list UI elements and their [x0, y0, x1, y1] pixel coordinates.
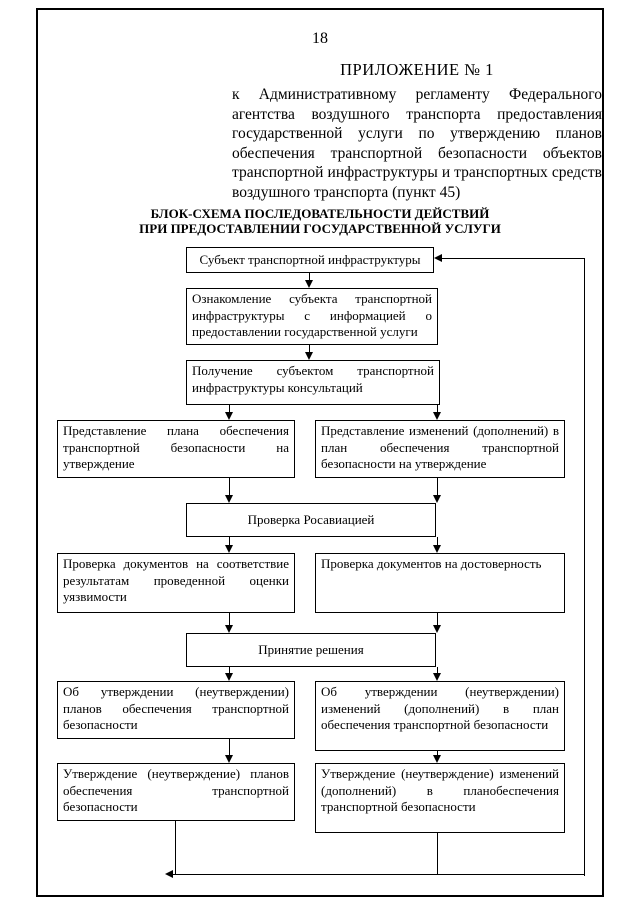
arrow-down-icon	[225, 545, 233, 553]
arrow-down-icon	[433, 545, 441, 553]
connector-line	[437, 751, 438, 756]
flow-box-decision: Принятие решения	[186, 633, 436, 667]
connector-line	[309, 273, 310, 282]
connector-line	[229, 478, 230, 496]
flow-box-familiarization: Ознакомление субъекта транспортной инфра…	[186, 288, 438, 345]
connector-line	[437, 537, 438, 546]
arrow-down-icon	[225, 412, 233, 420]
flow-box-reliability-check: Проверка документов на достоверность	[315, 553, 565, 613]
connector-line	[437, 833, 438, 875]
flow-box-changes-decision: Об утверждении (неутверждении) изменений…	[315, 681, 565, 751]
arrow-down-icon	[433, 673, 441, 681]
connector-line	[437, 667, 438, 674]
arrow-down-icon	[225, 673, 233, 681]
arrow-down-icon	[433, 412, 441, 420]
arrow-down-icon	[305, 280, 313, 288]
arrow-down-icon	[225, 625, 233, 633]
flow-box-rosaviation-check: Проверка Росавиацией	[186, 503, 436, 537]
connector-line	[229, 405, 230, 413]
connector-line	[229, 537, 230, 546]
connector-line	[584, 258, 585, 876]
connector-line	[229, 739, 230, 756]
flowchart-title-line2: ПРИ ПРЕДОСТАВЛЕНИИ ГОСУДАРСТВЕННОЙ УСЛУГ…	[139, 221, 501, 236]
connector-line	[175, 821, 176, 875]
appendix-title: ПРИЛОЖЕНИЕ № 1	[340, 60, 494, 79]
flowchart-title: БЛОК-СХЕМА ПОСЛЕДОВАТЕЛЬНОСТИ ДЕЙСТВИЙ П…	[36, 206, 604, 236]
page-number: 18	[312, 30, 328, 47]
connector-line	[229, 613, 230, 626]
flow-box-changes-submission: Представление изменений (дополнений) в п…	[315, 420, 565, 478]
arrow-left-icon	[434, 254, 442, 262]
arrow-down-icon	[433, 755, 441, 763]
arrow-left-icon	[165, 870, 173, 878]
connector-line	[442, 258, 585, 259]
flow-box-plans-decision: Об утверждении (неутверждении) планов об…	[57, 681, 295, 739]
regulation-reference: к Административному регламенту Федеральн…	[232, 86, 602, 201]
flow-box-plan-submission: Представление плана обеспечения транспор…	[57, 420, 295, 478]
arrow-down-icon	[433, 625, 441, 633]
flow-box-changes-approval: Утверждение (неутверждение) изменений (д…	[315, 763, 565, 833]
connector-line	[437, 478, 438, 496]
flow-box-consultations: Получение субъектом транспортной инфраст…	[186, 360, 440, 405]
connector-line	[437, 613, 438, 626]
page-border-frame	[36, 8, 604, 897]
connector-line	[309, 345, 310, 354]
arrow-down-icon	[433, 495, 441, 503]
flow-box-plans-approval: Утверждение (неутверждение) планов обесп…	[57, 763, 295, 821]
arrow-down-icon	[305, 352, 313, 360]
connector-line	[173, 874, 585, 875]
flow-box-subject: Субъект транспортной инфраструктуры	[186, 247, 434, 273]
arrow-down-icon	[225, 495, 233, 503]
connector-line	[437, 405, 438, 413]
flowchart-title-line1: БЛОК-СХЕМА ПОСЛЕДОВАТЕЛЬНОСТИ ДЕЙСТВИЙ	[150, 206, 490, 221]
flow-box-conformity-check: Проверка документов на соответствие резу…	[57, 553, 295, 613]
connector-line	[229, 667, 230, 674]
arrow-down-icon	[225, 755, 233, 763]
